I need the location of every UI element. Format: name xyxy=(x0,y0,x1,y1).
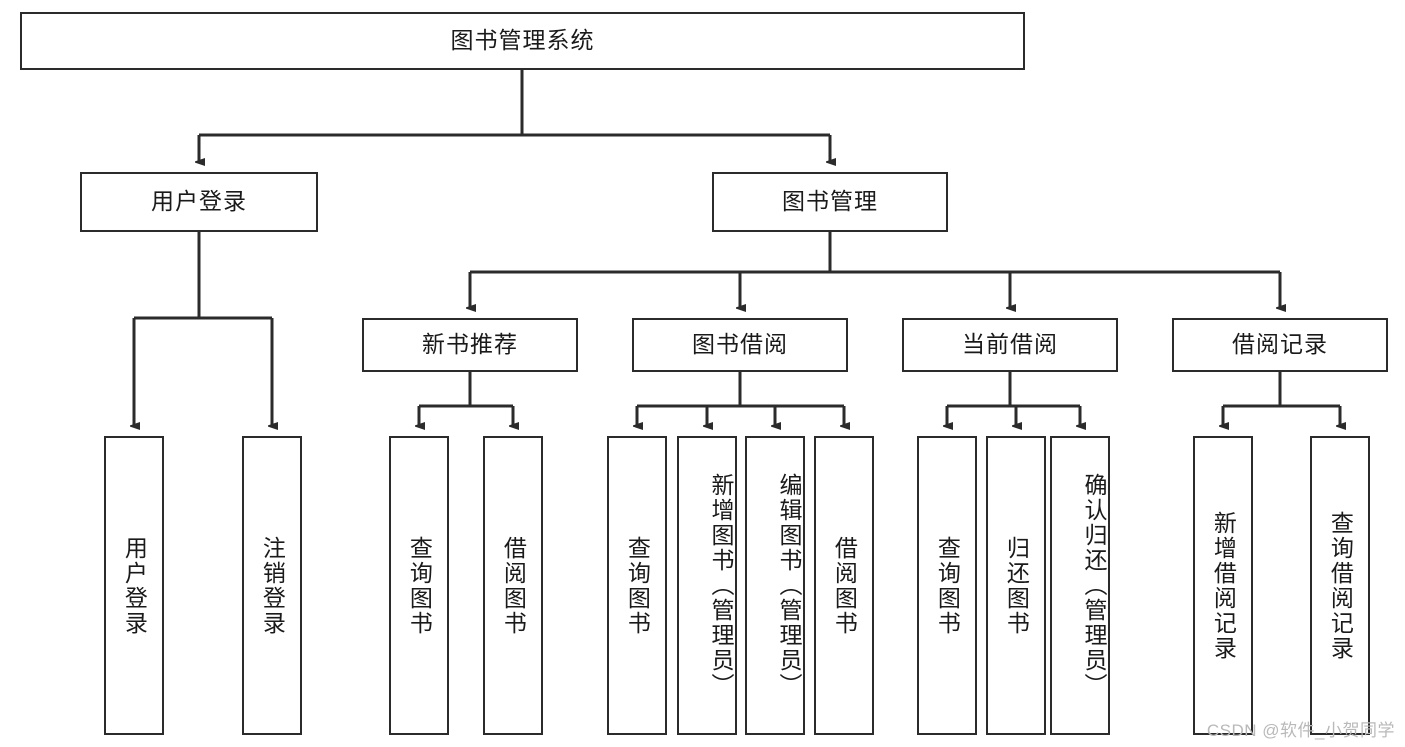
node-leaf-query-book-3[interactable]: 查询图书 xyxy=(917,436,977,735)
node-leaf-logout-label: 注销登录 xyxy=(259,535,286,636)
node-root-label: 图书管理系统 xyxy=(450,27,595,54)
node-leaf-edit-book[interactable]: 编辑图书（管理员） xyxy=(745,436,805,735)
node-borrow-record[interactable]: 借阅记录 xyxy=(1172,318,1388,372)
node-leaf-query-book-1[interactable]: 查询图书 xyxy=(389,436,449,735)
node-leaf-confirm-return-label: 确认归还（管理员） xyxy=(1081,473,1107,698)
node-book-borrow[interactable]: 图书借阅 xyxy=(632,318,848,372)
node-leaf-edit-book-label: 编辑图书（管理员） xyxy=(776,473,802,698)
node-leaf-query-book-2[interactable]: 查询图书 xyxy=(607,436,667,735)
node-root[interactable]: 图书管理系统 xyxy=(20,12,1025,70)
node-leaf-user-login-label: 用户登录 xyxy=(121,535,148,636)
node-leaf-query-book-2-label: 查询图书 xyxy=(624,535,651,636)
node-leaf-add-book[interactable]: 新增图书（管理员） xyxy=(677,436,737,735)
node-leaf-borrow-book-2[interactable]: 借阅图书 xyxy=(814,436,874,735)
node-leaf-add-record-label: 新增借阅记录 xyxy=(1210,510,1237,661)
node-leaf-query-record-label: 查询借阅记录 xyxy=(1327,510,1354,661)
node-leaf-borrow-book-1-label: 借阅图书 xyxy=(500,535,527,636)
node-book-manage[interactable]: 图书管理 xyxy=(712,172,948,232)
node-leaf-logout[interactable]: 注销登录 xyxy=(242,436,302,735)
node-current-borrow[interactable]: 当前借阅 xyxy=(902,318,1118,372)
node-book-borrow-label: 图书借阅 xyxy=(692,331,788,358)
node-user-login-label: 用户登录 xyxy=(151,188,247,215)
node-leaf-return-book[interactable]: 归还图书 xyxy=(986,436,1046,735)
node-book-manage-label: 图书管理 xyxy=(782,188,878,215)
node-leaf-confirm-return[interactable]: 确认归还（管理员） xyxy=(1050,436,1110,735)
node-leaf-add-book-label: 新增图书（管理员） xyxy=(708,473,734,698)
node-leaf-query-record[interactable]: 查询借阅记录 xyxy=(1310,436,1370,735)
node-new-book-rec-label: 新书推荐 xyxy=(422,331,518,358)
node-leaf-return-book-label: 归还图书 xyxy=(1003,535,1030,636)
node-leaf-query-book-3-label: 查询图书 xyxy=(934,535,961,636)
node-leaf-user-login[interactable]: 用户登录 xyxy=(104,436,164,735)
node-leaf-query-book-1-label: 查询图书 xyxy=(406,535,433,636)
node-leaf-add-record[interactable]: 新增借阅记录 xyxy=(1193,436,1253,735)
node-new-book-rec[interactable]: 新书推荐 xyxy=(362,318,578,372)
node-user-login[interactable]: 用户登录 xyxy=(80,172,318,232)
node-leaf-borrow-book-2-label: 借阅图书 xyxy=(831,535,858,636)
node-current-borrow-label: 当前借阅 xyxy=(962,331,1058,358)
node-borrow-record-label: 借阅记录 xyxy=(1232,331,1328,358)
node-leaf-borrow-book-1[interactable]: 借阅图书 xyxy=(483,436,543,735)
